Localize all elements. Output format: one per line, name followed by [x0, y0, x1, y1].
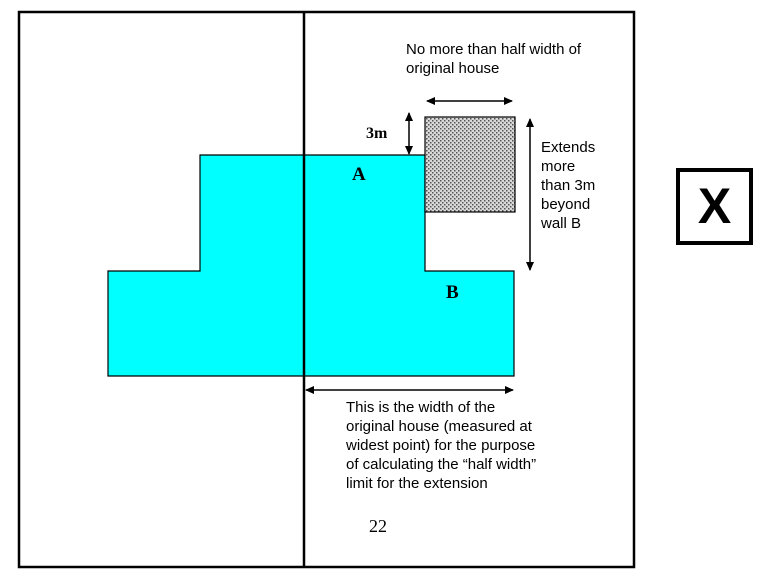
note-extends-line: beyond — [541, 196, 591, 213]
label-a: A — [352, 164, 366, 185]
note-extends-line: more — [541, 158, 576, 175]
note-width-line: widest point) for the purpose — [346, 437, 536, 454]
note-extends: Extends more than 3m beyond wall B — [541, 138, 595, 233]
note-width-line: original house (measured at — [346, 418, 532, 435]
page-number: 22 — [369, 516, 387, 536]
note-half-width-line1: No more than half width of — [406, 41, 582, 58]
note-half-width-line2: original house — [406, 60, 500, 77]
note-half-width: No more than half width of original hous… — [406, 40, 581, 78]
note-width-line: This is the width of the — [346, 399, 496, 416]
note-width-line: of calculating the “half width” — [346, 456, 537, 473]
verdict-x-icon: X — [697, 178, 732, 234]
note-original-width: This is the width of the original house … — [346, 398, 536, 493]
verdict-box — [676, 168, 753, 245]
plot-boundary — [17, 10, 636, 569]
note-extends-line: Extends — [541, 139, 596, 156]
label-3m: 3m — [366, 125, 388, 142]
extension-block — [424, 116, 516, 213]
label-b: B — [446, 282, 459, 303]
note-extends-line: wall B — [541, 215, 582, 232]
note-extends-line: than 3m — [541, 177, 596, 194]
note-width-line: limit for the extension — [346, 475, 488, 492]
